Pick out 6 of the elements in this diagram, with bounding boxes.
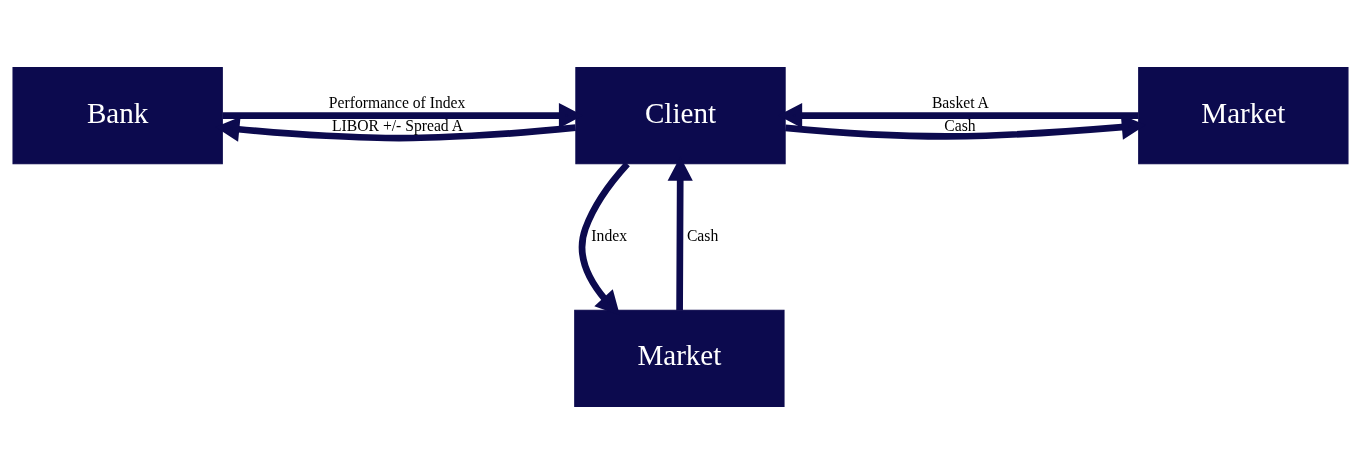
edge-label: LIBOR +/- Spread A [332, 116, 463, 134]
edge-label: Performance of Index [328, 93, 466, 111]
edge-label: Index [591, 226, 627, 244]
edge-label: Cash [944, 116, 976, 134]
edge-label: Cash [686, 226, 719, 244]
edge-label: Basket A [931, 93, 989, 111]
